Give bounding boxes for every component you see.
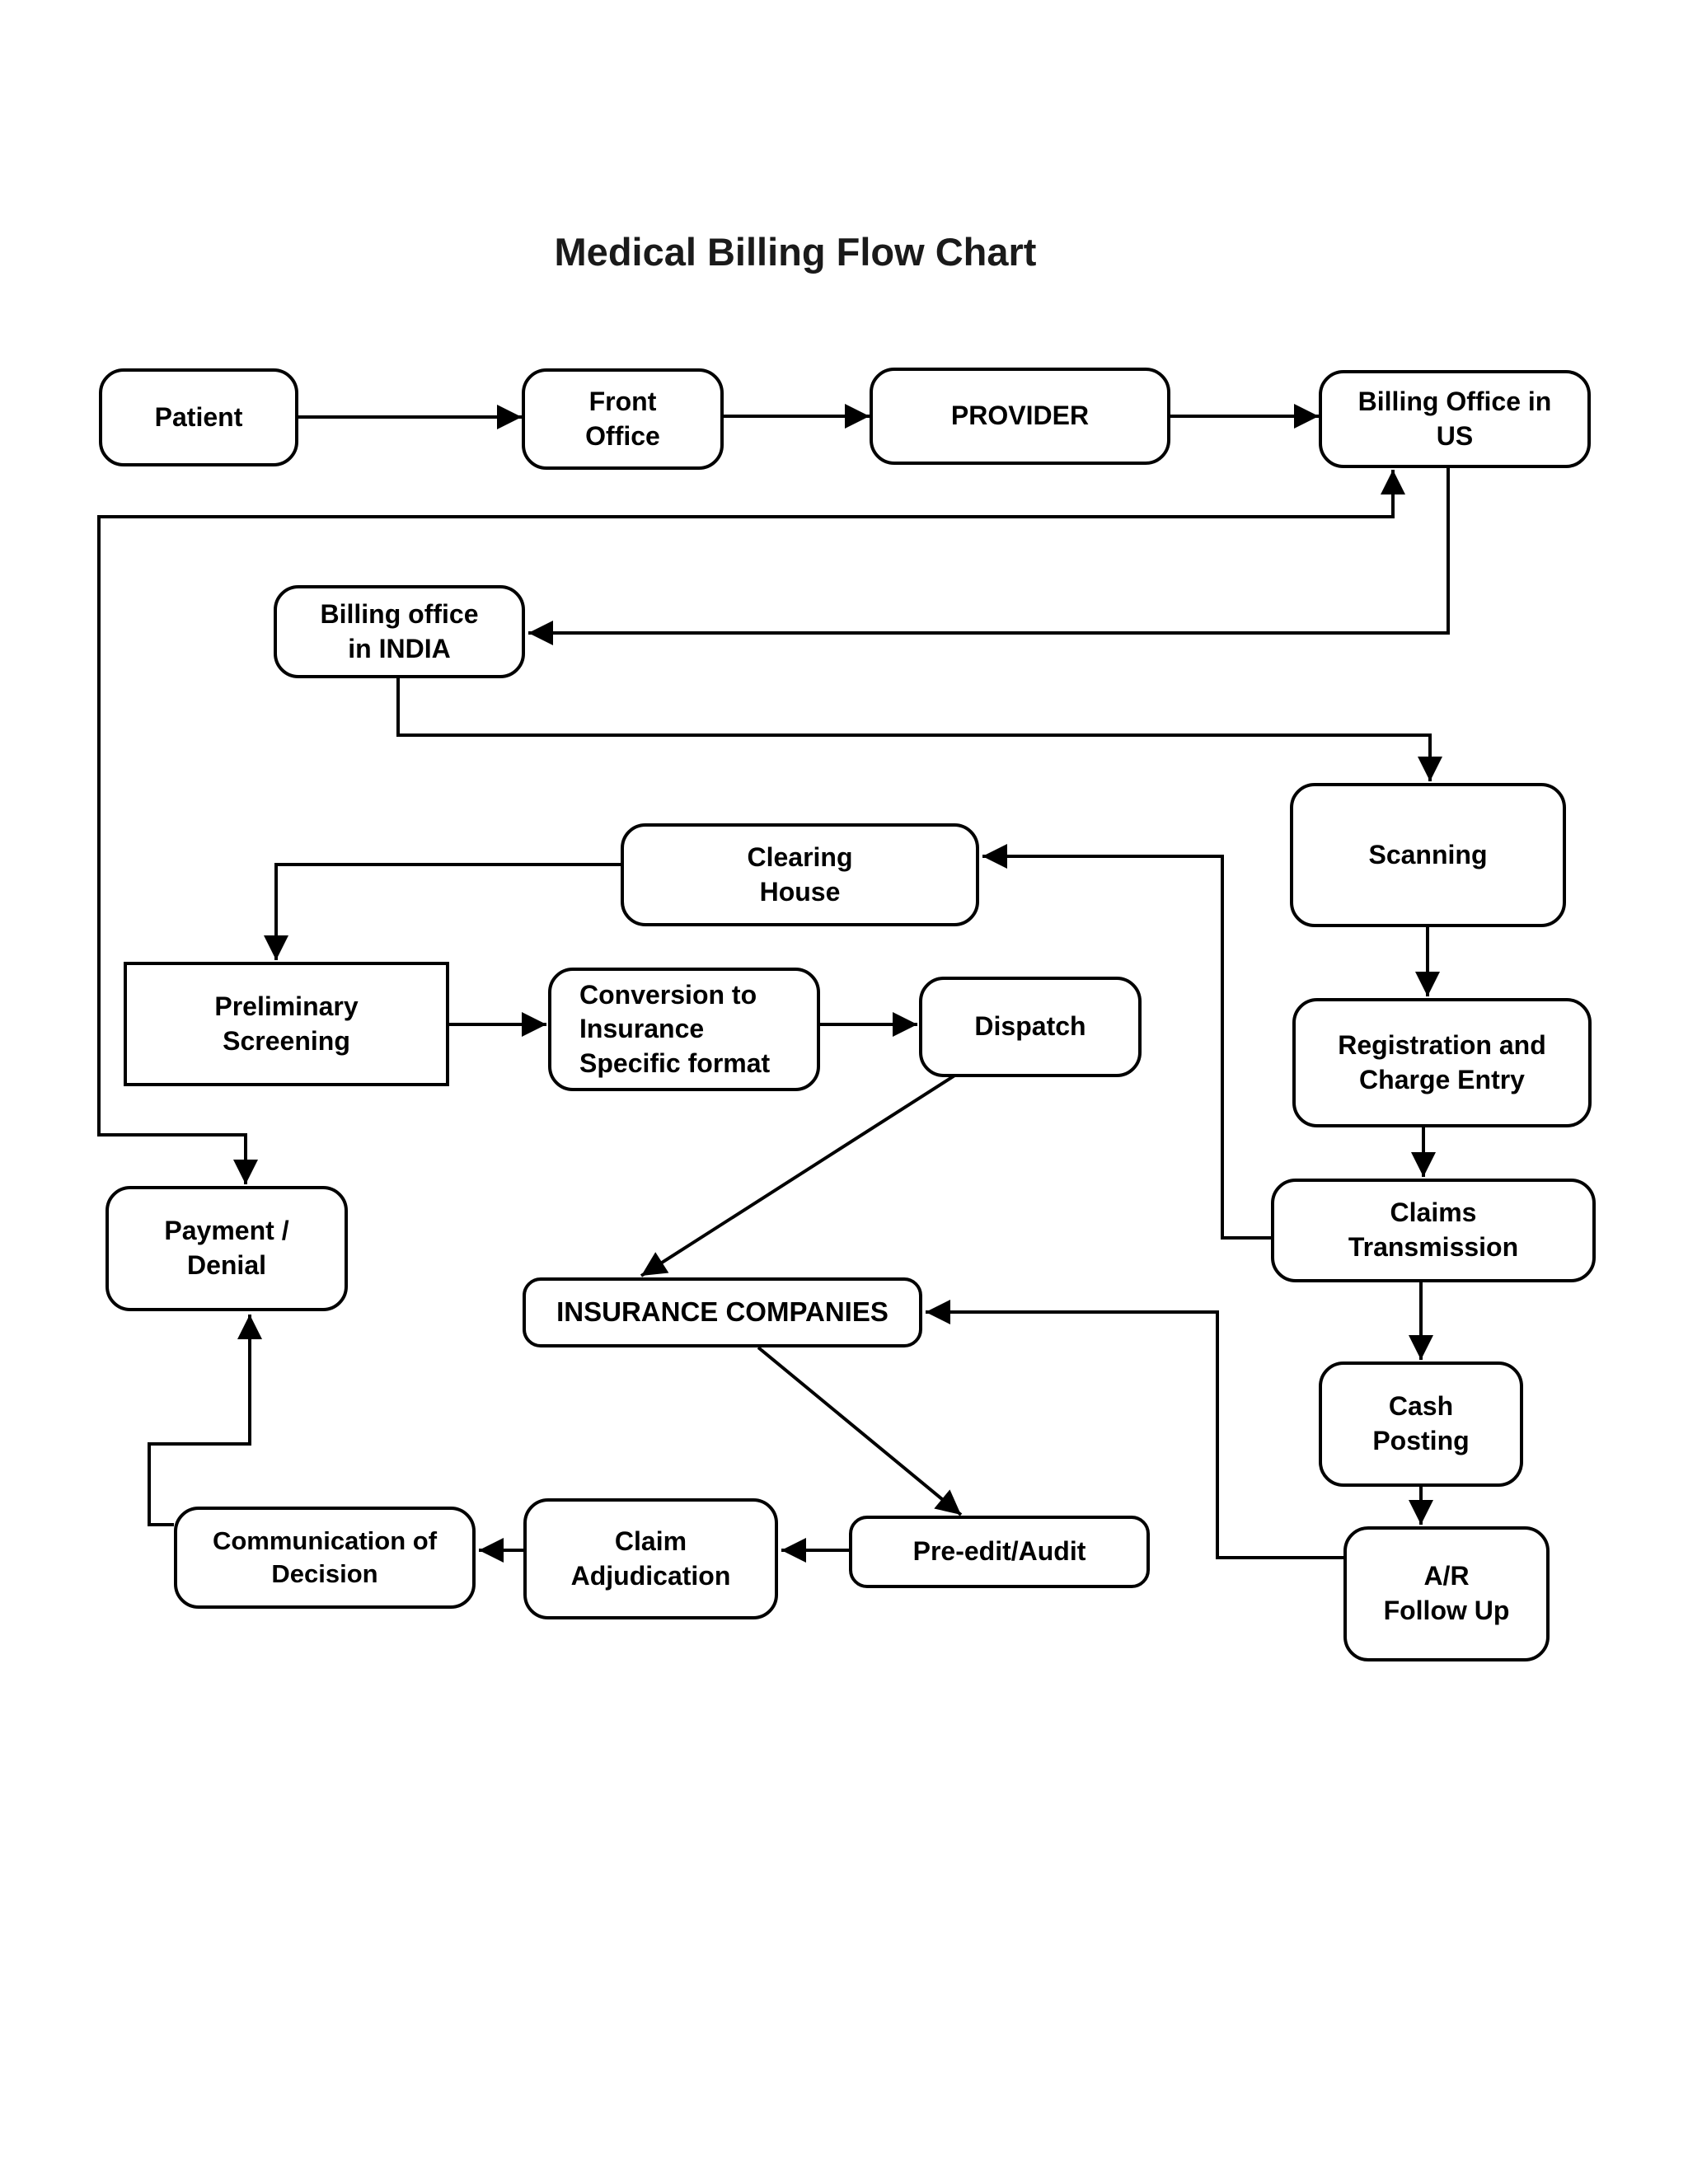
node-conversion: Conversion to Insurance Specific format [548, 968, 820, 1091]
arrow-billing-us-to-billing-india [528, 466, 1450, 645]
node-billing-office-india-label: Billing office in INDIA [320, 598, 479, 663]
node-billing-office-us-label: Billing Office in US [1357, 386, 1552, 451]
node-ar-follow-up: A/R Follow Up [1343, 1526, 1550, 1661]
node-dispatch-label: Dispatch [974, 1011, 1086, 1042]
node-claim-adjudication-label: Claim Adjudication [570, 1526, 731, 1591]
node-scanning-label: Scanning [1368, 839, 1488, 869]
node-claim-adjudication: Claim Adjudication [523, 1498, 778, 1619]
node-payment-denial: Payment / Denial [106, 1186, 348, 1311]
node-scanning: Scanning [1290, 783, 1566, 927]
node-provider: PROVIDER [870, 368, 1170, 465]
node-payment-denial-label: Payment / Denial [164, 1216, 289, 1280]
arrow-billing-india-to-scanning [396, 678, 1442, 781]
node-preliminary-screening: Preliminary Screening [124, 962, 449, 1086]
node-patient: Patient [99, 368, 298, 466]
node-provider-label: PROVIDER [950, 401, 1090, 431]
node-billing-office-india: Billing office in INDIA [274, 585, 525, 678]
node-preliminary-screening-label: Preliminary Screening [214, 991, 359, 1056]
node-patient-label: Patient [154, 401, 243, 432]
arrow-ar-follow-up-to-insurance-companies [926, 1300, 1343, 1559]
node-communication-of-decision-label: Communication of Decision [212, 1526, 438, 1588]
node-front-office: Front Office [522, 368, 724, 470]
node-insurance-companies: INSURANCE COMPANIES [523, 1277, 922, 1347]
node-clearing-house-label: Clearing House [747, 841, 853, 907]
arrow-communication-to-payment-denial [148, 1315, 262, 1526]
node-claims-transmission: Claims Transmission [1271, 1179, 1596, 1282]
node-insurance-companies-label: INSURANCE COMPANIES [556, 1296, 889, 1328]
arrow-insurance-companies-to-pre-edit-audit [757, 1346, 963, 1516]
arrow-dispatch-to-insurance-companies [640, 1071, 960, 1277]
page-title: Medical Billing Flow Chart [554, 230, 1037, 274]
node-pre-edit-audit-label: Pre-edit/Audit [912, 1536, 1086, 1567]
node-front-office-label: Front Office [585, 386, 660, 451]
node-communication-of-decision: Communication of Decision [174, 1507, 476, 1609]
node-registration-charge-entry-label: Registration and Charge Entry [1338, 1029, 1546, 1094]
node-pre-edit-audit: Pre-edit/Audit [849, 1516, 1150, 1588]
arrow-claims-transmission-to-clearing-house [982, 844, 1271, 1240]
node-claims-transmission-label: Claims Transmission [1348, 1197, 1519, 1262]
node-conversion-label: Conversion to Insurance Specific format [579, 979, 771, 1078]
node-registration-charge-entry: Registration and Charge Entry [1292, 998, 1592, 1127]
node-cash-posting: Cash Posting [1319, 1361, 1523, 1487]
node-clearing-house: Clearing House [621, 823, 979, 926]
node-ar-follow-up-label: A/R Follow Up [1383, 1561, 1510, 1625]
node-billing-office-us: Billing Office in US [1319, 370, 1591, 468]
node-cash-posting-label: Cash Posting [1372, 1391, 1470, 1455]
arrow-clearing-house-to-preliminary-screening [264, 863, 621, 960]
node-dispatch: Dispatch [919, 977, 1142, 1077]
arrow-loop-to-billing-us [99, 470, 1405, 518]
